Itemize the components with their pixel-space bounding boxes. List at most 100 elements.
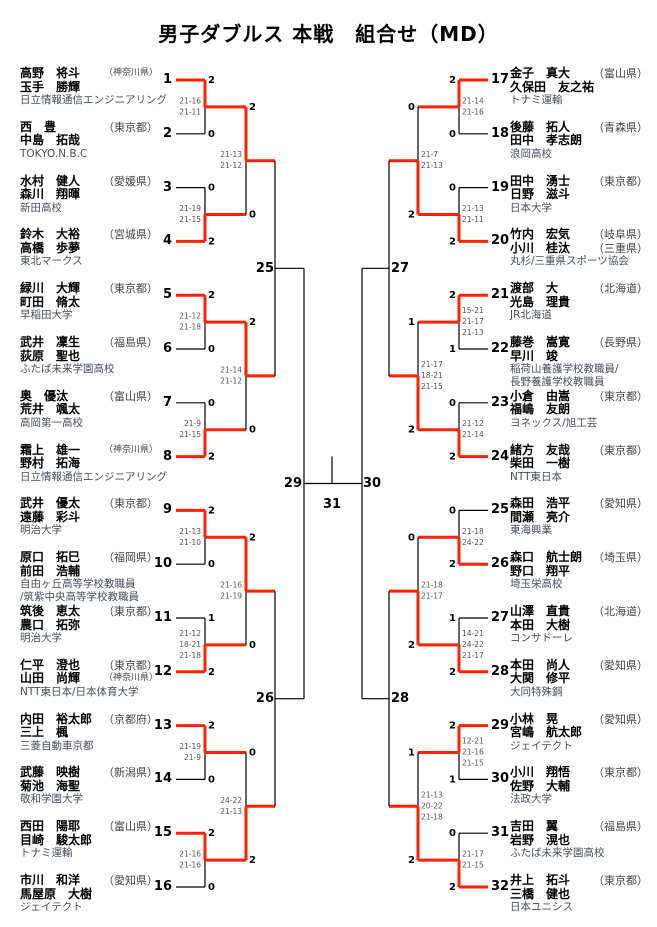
entry-6: 武井 凜生荻原 聖也（福島県）ふたば未来学園高校 xyxy=(20,335,175,380)
player-names: 緒方 友哉柴田 一樹 xyxy=(510,442,571,471)
player-name: 農口 拓弥 xyxy=(20,617,81,632)
team-name: 東海興業 xyxy=(510,524,552,537)
team-name: JR北海道 xyxy=(510,309,552,322)
player-name: 緑川 大輝 xyxy=(20,281,81,296)
player-name: 荒井 颯太 xyxy=(20,402,81,417)
game-score: 12-21 xyxy=(462,737,484,746)
game-score: 21-15 xyxy=(179,215,201,224)
player-name: 馬屋原 大樹 xyxy=(20,886,93,901)
seed-number: 14 xyxy=(153,771,172,787)
match-number-label: 30 xyxy=(363,476,381,491)
player-name: 奥 優汰 xyxy=(20,388,69,403)
player-names: 後藤 拓人田中 孝志朗 xyxy=(510,120,582,148)
player-name: 小倉 由嵩 xyxy=(510,388,571,403)
team-name: ふたば未来学園高校 xyxy=(20,363,115,375)
seed-number: 16 xyxy=(153,879,172,894)
player-name: 吉田 翼 xyxy=(510,819,559,834)
team-name: 新田高校 xyxy=(20,201,62,214)
match-score: 1 xyxy=(408,317,415,328)
player-name: 目崎 駿太郎 xyxy=(20,832,93,847)
player-names: 水村 健人森川 翔暉 xyxy=(20,174,80,202)
match-score: 2 xyxy=(208,75,215,86)
player-name: 田中 湧士 xyxy=(510,173,571,188)
seed-number: 3 xyxy=(162,179,172,195)
prefecture: （神奈川県） xyxy=(103,673,158,684)
seed-number: 25 xyxy=(491,502,510,518)
player-names: 渡部 大光島 理貴 xyxy=(510,282,570,309)
team-name: 長野養護学校教職員 xyxy=(510,375,605,388)
player-name: 光島 理貴 xyxy=(510,294,571,309)
team-name: ヨネックス/旭工芸 xyxy=(510,416,598,429)
seed-number: 32 xyxy=(491,879,510,894)
player-name: 前田 浩輔 xyxy=(20,563,81,578)
player-name: 森口 航士朗 xyxy=(510,550,583,565)
seed-number: 30 xyxy=(491,771,510,787)
game-score: 21-15 xyxy=(421,382,443,391)
team-name: 丸杉/三重県スポーツ協会 xyxy=(510,255,629,268)
game-score: 21-14 xyxy=(220,365,242,374)
seed-number: 7 xyxy=(162,394,172,410)
game-score: 18-21 xyxy=(421,371,443,380)
seed-number: 11 xyxy=(153,610,172,625)
player-names: 鈴木 大裕高橋 歩夢 xyxy=(20,228,80,255)
player-names: 奥 優汰荒井 颯太 xyxy=(20,388,81,417)
player-names: 内田 裕太郎三上 楓 xyxy=(20,711,93,740)
player-name: 柴田 一樹 xyxy=(510,456,571,471)
prefecture: （東京都） xyxy=(593,443,648,457)
entry-13: 内田 裕太郎三上 楓（京都府）三菱自動車京都 xyxy=(20,711,175,757)
seed-number: 18 xyxy=(491,125,510,141)
team-name: ジェイテクト xyxy=(20,901,83,913)
match-score: 0 xyxy=(449,129,456,140)
prefecture: （長野県） xyxy=(593,336,648,349)
entry-19: 田中 湧士日野 滋斗（東京都）日本大学 xyxy=(510,173,650,219)
game-score: 21-15 xyxy=(462,861,484,870)
match-score: 2 xyxy=(449,882,456,893)
match-score: 2 xyxy=(449,236,456,247)
match-score: 2 xyxy=(449,75,456,86)
player-name: 金子 真大 xyxy=(510,66,571,80)
entry-22: 藤巻 嵩寛早川 竣（長野県）稲荷山養護学校教職員/長野養護学校教職員 xyxy=(510,335,650,387)
match-score: 2 xyxy=(208,667,215,678)
game-score: 21-12 xyxy=(179,312,201,321)
seed-number: 28 xyxy=(491,663,510,679)
player-name: 緒方 友哉 xyxy=(510,442,571,457)
prefecture: （北海道） xyxy=(593,605,648,618)
player-name: 霜上 雄一 xyxy=(20,442,81,457)
match-number-label: 27 xyxy=(391,261,409,276)
team-name: 明治大学 xyxy=(20,632,62,644)
player-name: 小川 翔悟 xyxy=(510,765,571,780)
player-names: 原口 拓巳前田 浩輔 xyxy=(20,551,80,578)
entry-4: 鈴木 大裕高橋 歩夢（宮城県）東北マークス xyxy=(20,228,175,272)
game-score: 21-13 xyxy=(220,807,242,816)
match-score: 2 xyxy=(449,290,456,301)
match-score: 0 xyxy=(249,425,256,436)
match-score: 0 xyxy=(208,559,215,570)
player-name: 大関 修平 xyxy=(510,671,571,686)
player-names: 山澤 直貴本田 大樹 xyxy=(510,604,571,632)
player-names: 小川 翔悟佐野 大輔 xyxy=(510,766,570,793)
player-names: 西田 陽耶目崎 駿太郎 xyxy=(20,820,92,847)
player-names: 武井 優太遠藤 彩斗 xyxy=(20,497,80,524)
game-score: 21-18 xyxy=(179,651,201,660)
seed-number: 27 xyxy=(491,610,510,625)
player-name: 鈴木 大裕 xyxy=(20,227,81,242)
game-score: 21-13 xyxy=(421,790,443,799)
player-name: 森田 浩平 xyxy=(510,496,571,511)
entry-12: 仁平 澄也山田 尚輝（東京都）（神奈川県）NTT東日本/日本体育大学 xyxy=(20,658,175,703)
match-score: 0 xyxy=(249,640,256,651)
match-score: 2 xyxy=(208,452,215,463)
player-name: 本田 大樹 xyxy=(510,617,571,632)
game-score: 21-19 xyxy=(220,592,242,601)
player-name: 内田 裕太郎 xyxy=(20,711,93,726)
prefecture: （愛知県） xyxy=(593,497,648,511)
team-name: 日立情報通信エンジニアリング xyxy=(20,470,167,483)
player-names: 森田 浩平間瀬 亮介 xyxy=(510,497,570,524)
entry-17: 金子 真大久保田 友之祐（富山県）トナミ運輸 xyxy=(510,66,650,111)
match-score: 0 xyxy=(208,129,215,140)
game-score: 21-11 xyxy=(179,107,201,116)
game-score: 21-19 xyxy=(179,742,201,751)
player-name: 市川 和洋 xyxy=(20,873,81,887)
game-score: 21-17 xyxy=(462,317,484,326)
prefecture: （愛媛県） xyxy=(103,174,158,188)
